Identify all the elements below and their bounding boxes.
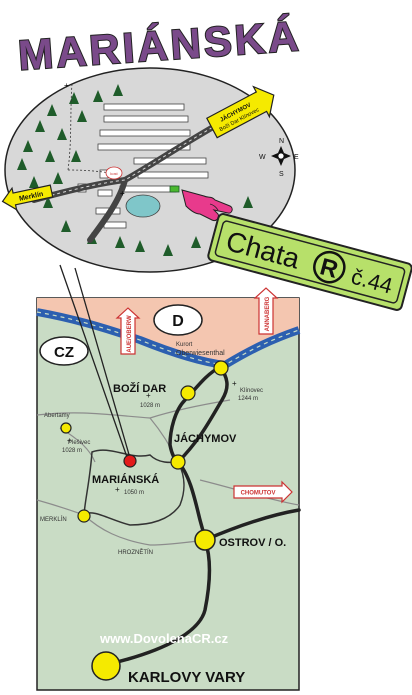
town-oberwiesenthal [213, 360, 229, 376]
compass-e: E [294, 154, 299, 161]
peak-bozi-dar-icon: + [146, 391, 151, 400]
peak-klinovec-icon: + [232, 379, 237, 388]
label-bozi-dar: BOŽÍ DAR [113, 382, 166, 395]
compass-s: S [279, 171, 284, 178]
label-klinovec: Klínovec [240, 388, 263, 394]
compass-w: W [259, 154, 266, 161]
pointing-hand-icon [181, 189, 233, 221]
cross-icon: + [120, 189, 125, 198]
label-merklin: MERKLÍN [40, 516, 67, 523]
sign-annaberg-label: ANNABERG [265, 296, 271, 331]
sign-merklin-label: Merklín [19, 191, 44, 203]
country-de-badge: D [153, 304, 203, 336]
town-merklin [77, 509, 91, 523]
sign-merklin: Merklín [1, 184, 54, 211]
label-jachymov: JÁCHYMOV [174, 432, 237, 445]
label-marianska: MARIÁNSKÁ [92, 473, 159, 486]
town-ostrov [194, 529, 216, 551]
label-klinovec-alt: 1244 m [238, 396, 258, 402]
title-marianska: MARIÁNSKÁ [17, 12, 303, 79]
label-ostrov: OSTROV / O. [219, 537, 286, 549]
label-plesivec: Plešivec [68, 440, 90, 446]
town-jachymov [170, 454, 186, 470]
sign-annaberg: ANNABERG [253, 287, 279, 335]
label-kurort: Kurort [176, 342, 193, 348]
hilltop-cross-icon: + [64, 81, 69, 90]
peak-marianska-icon: + [115, 485, 120, 494]
pond [125, 194, 161, 218]
region-map: D CZ AUE/OBERW ANNABERG CHOMUTOV + + [36, 264, 301, 691]
chata-sign: Chata R č.44 [207, 213, 412, 311]
label-abertamy: Abertamy [44, 413, 70, 419]
label-karlovy-vary: KARLOVY VARY [128, 669, 245, 686]
sign-chomutov: CHOMUTOV [233, 480, 293, 504]
chata-house [169, 185, 180, 193]
label-marianska-alt: 1050 m [124, 490, 144, 496]
country-de-label: D [172, 313, 184, 330]
town-marianska-target [123, 454, 137, 468]
trails [67, 83, 123, 177]
border-dashes [36, 311, 300, 366]
town-abertamy [60, 422, 72, 434]
website-text: www.DovolenaCR.cz [99, 631, 229, 646]
label-plesivec-alt: 1028 m [62, 448, 82, 454]
town-bozi-dar [180, 385, 196, 401]
label-bozi-dar-alt: 1028 m [140, 403, 160, 409]
compass-icon: N S W E [259, 138, 299, 178]
registered-mark-letter: R [317, 253, 341, 284]
label-hroznetin: HROZNĚTÍN [118, 548, 153, 556]
church-marker: kost [105, 166, 123, 180]
church-label: kost [110, 171, 118, 176]
label-oberwiesenthal: Oberwiesenthal [176, 350, 225, 357]
sign-chomutov-label: CHOMUTOV [241, 491, 276, 497]
compass-n: N [279, 138, 284, 145]
sign-aue: AUE/OBERW [115, 307, 141, 355]
country-cz-badge: CZ [39, 336, 89, 366]
sign-aue-label: AUE/OBERW [127, 315, 133, 353]
registered-mark-icon [313, 250, 346, 284]
country-cz-label: CZ [54, 344, 74, 361]
pointer-line-right [74, 267, 131, 459]
town-karlovy-vary [91, 651, 121, 681]
pointer-line-left [59, 264, 129, 461]
peak-plesivec-icon: + [67, 436, 72, 445]
